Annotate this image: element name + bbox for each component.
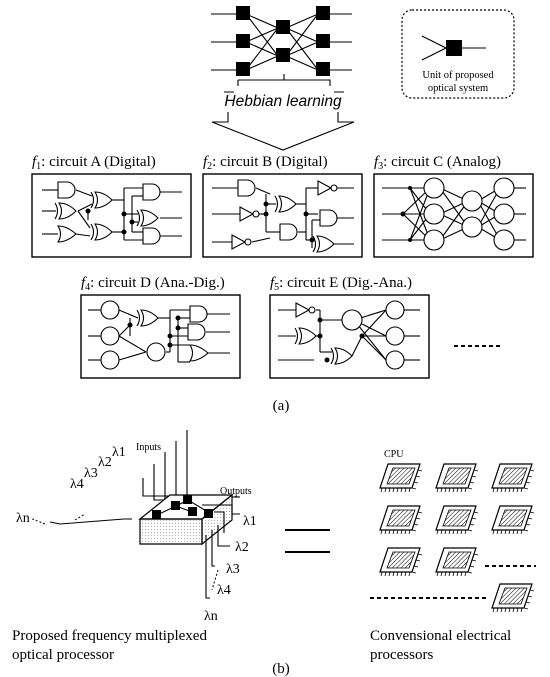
panel-a-caption: (a) (273, 398, 290, 414)
circuit-a-diagram (31, 173, 192, 258)
inputs-label: Inputs (136, 442, 161, 453)
circuit-b-diagram (202, 173, 363, 258)
input-lambda-n: λn (16, 511, 30, 526)
cpu-chip (379, 463, 423, 493)
cpu-array: CPU (370, 449, 536, 613)
optical-caption-line2: optical processor (12, 647, 114, 663)
circuit-c-diagram (373, 173, 534, 258)
outputs-label: Outputs (220, 486, 252, 497)
output-lambda-4: λ4 (217, 583, 231, 598)
input-lambda-2: λ2 (98, 455, 112, 470)
cpu-chip (491, 583, 535, 613)
circuit-a-label: f1: circuit A (Digital) (32, 154, 156, 172)
input-lambda-1: λ1 (112, 445, 126, 460)
input-lambda-4: λ4 (70, 477, 84, 492)
network-units (236, 6, 330, 76)
circuit-d-diagram (80, 294, 241, 379)
legend-text-line2: optical system (428, 83, 488, 94)
output-lambda-1: λ1 (243, 514, 257, 529)
input-lambda-3: λ3 (84, 466, 98, 481)
equals-sign (285, 529, 330, 553)
output-lambda-3: λ3 (226, 562, 240, 577)
cpu-chip (379, 505, 423, 535)
unit-legend: Unit of proposed optical system (401, 9, 515, 99)
cpu-chip (491, 463, 535, 493)
circuit-b-label: f2: circuit B (Digital) (203, 154, 328, 172)
legend-text-line1: Unit of proposed (422, 70, 494, 81)
hebbian-learning-label: Hebbian learning (224, 93, 342, 110)
cpu-chip (491, 505, 535, 535)
panel-b-caption: (b) (272, 661, 290, 677)
optical-processor: λ1 λ2 λ3 λ4 λn Inputs Outputs λ1 λ2 λ3 λ… (16, 430, 257, 624)
output-lambda-2: λ2 (235, 540, 249, 555)
unit-network (211, 6, 352, 76)
cpu-chip (435, 505, 479, 535)
learning-bracket: Hebbian learning (211, 74, 355, 151)
network-links (211, 13, 352, 71)
circuit-e-diagram (269, 294, 430, 379)
cpu-label: CPU (384, 449, 404, 460)
cpu-chip (435, 463, 479, 493)
circuit-e-label: f5: circuit E (Dig.-Ana.) (270, 275, 412, 293)
optical-caption-line1: Proposed frequency multiplexed (12, 628, 207, 644)
cpu-chip (379, 547, 423, 577)
circuit-c-label: f3: circuit C (Analog) (374, 154, 501, 172)
legend-unit-square (446, 40, 462, 56)
cpu-chip (435, 547, 479, 577)
output-lambda-n: λn (204, 609, 218, 624)
cpu-caption-line1: Convensional electrical (370, 628, 511, 644)
circuit-d-label: f4: circuit D (Ana.-Dig.) (81, 275, 225, 293)
cpu-caption-line2: processors (370, 647, 433, 663)
